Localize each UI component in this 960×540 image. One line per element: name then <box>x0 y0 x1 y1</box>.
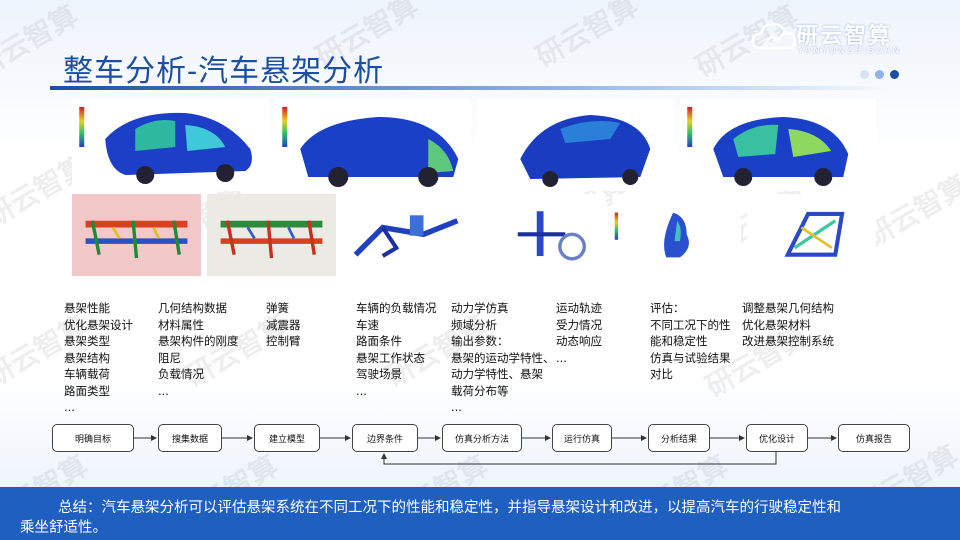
column-item: 减震器 <box>266 317 301 332</box>
column-item: 悬架性能 <box>64 301 110 315</box>
page-title: 整车分析-汽车悬架分析 <box>63 54 385 89</box>
flow-step: 搜集数据 <box>158 424 222 452</box>
column-item: 悬架结构 <box>64 350 110 365</box>
flow-step: 仿真分析方法 <box>442 424 522 452</box>
column-item: 动力学特性、悬架 <box>451 367 543 381</box>
strut-fea-image <box>477 194 606 276</box>
column-item: 弹簧 <box>266 301 289 315</box>
flow-step: 运行仿真 <box>552 424 612 452</box>
column-item: 负载情况 <box>158 367 204 381</box>
column-data: 几何结构数据材料属性悬架构件的刚度阻尼负载情况... <box>158 300 239 399</box>
car-fea-image <box>477 99 674 191</box>
subframe-fea-image <box>207 194 336 276</box>
column-item: 评估： <box>650 301 685 315</box>
subframe-fea-image <box>72 194 201 276</box>
flow-step: 明确目标 <box>52 424 134 452</box>
summary-footer: 总结：汽车悬架分析可以评估悬架系统在不同工况下的性能和稳定性，并指导悬架设计和改… <box>0 487 960 540</box>
column-item: ... <box>356 383 367 398</box>
dot <box>860 70 869 79</box>
summary-line: 总结：汽车悬架分析可以评估悬架系统在不同工况下的性能和稳定性，并指导悬架设计和改… <box>58 500 841 516</box>
column-item: ... <box>158 383 169 398</box>
column-item: 受力情况 <box>556 317 602 332</box>
car-fea-image <box>274 99 471 191</box>
column-boundary: 车辆的负载情况车速路面条件悬架工作状态驾驶场景... <box>356 300 437 399</box>
column-objectives: 悬架性能优化悬架设计悬架类型悬架结构车辆载荷路面类型... <box>64 300 133 416</box>
bracket-fea-image <box>747 194 876 276</box>
flow-step: 分析结果 <box>648 424 710 452</box>
column-item: 驾驶场景 <box>356 367 402 381</box>
column-item: 材料属性 <box>158 317 204 332</box>
column-item: ... <box>556 350 567 365</box>
pagination-dots <box>860 70 899 79</box>
column-item: 运动轨迹 <box>556 301 602 315</box>
column-item: 动力学仿真 <box>451 301 509 315</box>
flow-step: 建立模型 <box>254 424 320 452</box>
dot <box>875 70 884 79</box>
column-item: 车辆的负载情况 <box>356 301 437 315</box>
flow-step: 仿真报告 <box>838 424 910 452</box>
car-fea-image <box>679 99 876 191</box>
column-item: 优化悬架设计 <box>64 317 133 332</box>
column-item: 载荷分布等 <box>451 383 509 398</box>
column-item: 对比 <box>650 367 673 381</box>
suspension-image-row <box>72 194 876 276</box>
column-item: 阻尼 <box>158 350 181 365</box>
logo: 研云智算 YANYUNZHISUAN <box>752 16 912 64</box>
cloud-icon <box>752 22 796 50</box>
column-item: ... <box>451 400 462 414</box>
feedback-arrow <box>381 452 777 465</box>
summary-line: 乘坐舒适性。 <box>20 520 107 536</box>
column-item: 仿真与试验结果 <box>650 350 731 365</box>
logo-text-en: YANYUNZHISUAN <box>798 46 902 56</box>
title-underline <box>50 86 890 90</box>
dot <box>890 70 899 79</box>
column-optimize: 调整悬架几何结构优化悬架材料改进悬架控制系统 <box>742 300 834 350</box>
column-item: 车辆载荷 <box>64 367 110 381</box>
column-model: 弹簧减震器控制臂 <box>266 300 301 350</box>
column-item: 能和稳定性 <box>650 334 708 348</box>
control-arm-fea-image <box>342 194 471 276</box>
process-flow: 明确目标 搜集数据 建立模型 边界条件 仿真分析方法 运行仿真 分析结果 优化设… <box>0 420 960 470</box>
column-item: 控制臂 <box>266 334 301 348</box>
column-item: 几何结构数据 <box>158 301 227 315</box>
car-fea-image <box>72 99 269 191</box>
car-body-image-row <box>72 99 876 191</box>
column-item: 悬架类型 <box>64 334 110 348</box>
column-run: 运动轨迹受力情况动态响应... <box>556 300 602 366</box>
column-item: 悬架的运动学特性、 <box>451 350 555 365</box>
column-item: 动态响应 <box>556 334 602 348</box>
column-item: 路面条件 <box>356 334 402 348</box>
column-item: ... <box>64 400 75 414</box>
flow-step: 边界条件 <box>352 424 418 452</box>
column-item: 路面类型 <box>64 383 110 398</box>
column-item: 输出参数： <box>451 334 509 348</box>
flow-step: 优化设计 <box>746 424 808 452</box>
column-item: 车速 <box>356 317 379 332</box>
logo-text-cn: 研云智算 <box>796 24 893 49</box>
column-item: 频域分析 <box>451 317 497 332</box>
column-item: 悬架工作状态 <box>356 350 425 365</box>
column-item: 不同工况下的性 <box>650 317 731 332</box>
watermark: 研云智算 <box>530 0 644 74</box>
column-item: 调整悬架几何结构 <box>742 301 834 315</box>
knuckle-fea-image <box>612 194 741 276</box>
column-item: 悬架构件的刚度 <box>158 334 239 348</box>
column-method: 动力学仿真频域分析输出参数： 悬架的运动学特性、动力学特性、悬架载荷分布等... <box>451 300 555 416</box>
column-item: 优化悬架材料 <box>742 317 811 332</box>
column-item: 改进悬架控制系统 <box>742 334 834 348</box>
column-analysis: 评估： 不同工况下的性能和稳定性仿真与试验结果对比 <box>650 300 731 383</box>
